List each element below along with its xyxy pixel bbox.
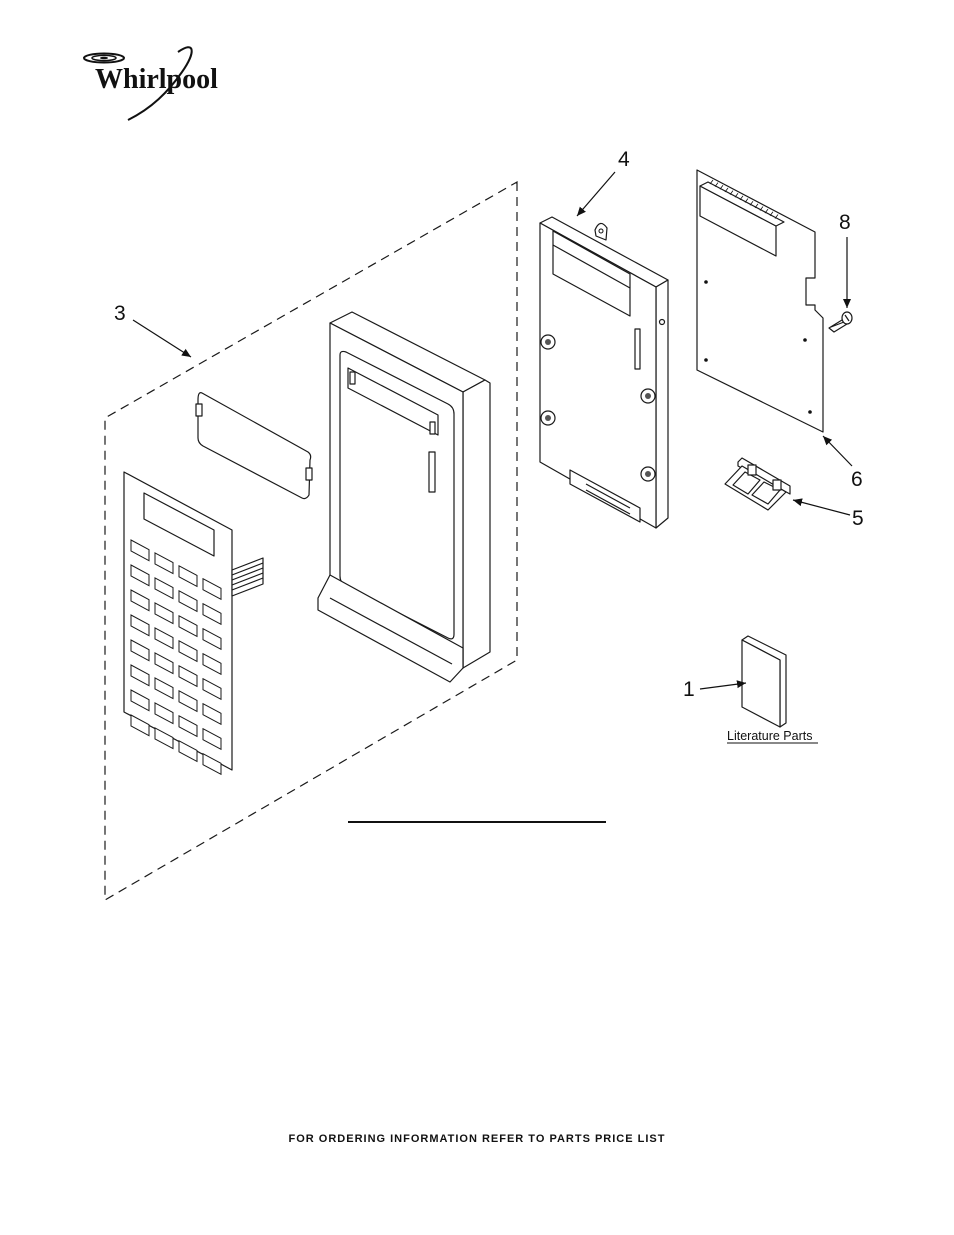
keypad-key [154,702,174,725]
connector-pin [769,211,774,217]
keypad-key [130,689,150,712]
connector-pin [774,214,779,219]
connector-pin [719,185,724,190]
logo-swoosh [127,46,193,121]
board-connector-pins [709,179,779,219]
keypad-key [154,602,174,625]
callout-1: 1 [683,678,695,701]
keypad-key [202,727,222,751]
literature-booklet [741,635,787,728]
logo-text: Whirlpool [95,64,218,95]
connector-pin [749,200,754,206]
keypad-key [178,589,198,613]
keypad-key [154,577,174,600]
connector-pin [729,190,734,195]
callout-8: 8 [839,211,851,234]
keypad-key [202,652,222,676]
connector-pin [739,195,744,201]
keypad-key [202,752,222,776]
keypad-key [202,577,222,601]
keypad-key [154,552,174,575]
keypad-key [202,702,222,726]
keypad-key [178,739,198,763]
connector-pin [724,187,729,193]
keypad-key [178,639,198,663]
keypad-key [130,564,150,587]
connector-pin [709,179,714,185]
connector-pin [744,198,749,203]
mounting-bracket [724,457,791,511]
keypad-key [202,677,222,701]
keypad-key [154,652,174,675]
display-window [195,392,313,500]
keypad-key [130,664,150,687]
keypad-key [178,689,198,713]
whirlpool-logo: Whirlpool [83,46,218,121]
keypad-key [154,727,174,750]
connector-pin [759,206,764,211]
control-panel-frame [317,311,491,683]
keypad-key [178,614,198,638]
ordering-info-note: FOR ORDERING INFORMATION REFER TO PARTS … [288,1133,666,1145]
keypad-key [130,539,150,562]
connector-pin [764,208,769,214]
keypad-key [154,677,174,700]
callout-5: 5 [852,507,864,530]
screw [828,311,853,333]
literature-parts-label: Literature Parts [727,729,812,743]
keypad-membrane [123,471,264,776]
control-board [696,169,824,433]
bracket-clips [540,334,656,482]
keypad-key [154,627,174,650]
ribbon-cable [231,557,264,597]
callout-4: 4 [618,148,630,171]
control-bracket [539,216,669,529]
keypad-key [178,714,198,738]
callout-6: 6 [851,468,863,491]
callout-3: 3 [114,302,126,325]
connector-pin [754,203,759,209]
keypad-key [202,627,222,651]
keypad-key [130,714,150,737]
keypad-key [178,664,198,688]
connector-pin [714,182,719,187]
keypad-key [178,564,198,588]
keypad-key [130,589,150,612]
callout-leaders [132,171,853,690]
connector-pin [734,193,739,198]
group-boundary-dashed [104,180,518,902]
swirl-icon [83,52,125,64]
keypad-key [202,602,222,626]
keypad-key [130,639,150,662]
keypad-key [130,614,150,637]
